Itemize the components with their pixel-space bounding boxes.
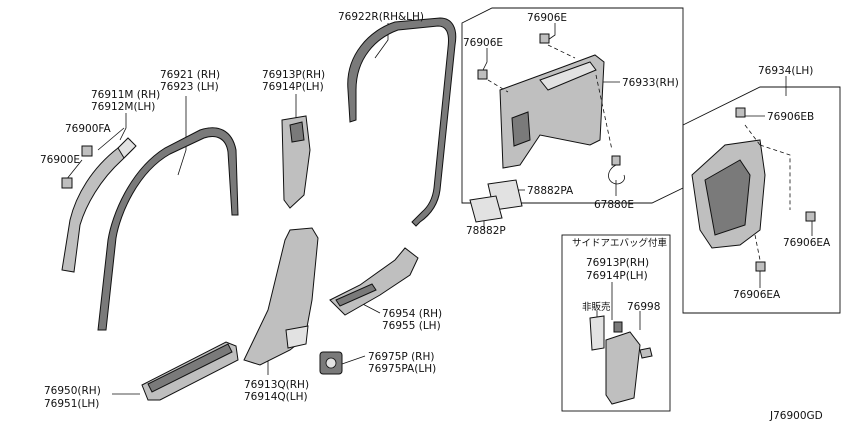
clip-76900e [61,177,73,189]
label-76954: 76954 (RH) [382,308,442,320]
airbag-variant-box [561,234,671,412]
label-78882pa: 78882PA [527,185,574,197]
rear-side-trim-lh-clips [735,107,816,272]
rear-trim-lh-box [682,86,841,314]
label-76998: 76998 [627,301,660,313]
diagram-code: J76900GD [769,410,823,422]
label-76951: 76951(LH) [44,398,99,410]
hook-67880e [608,155,625,185]
label-76906e-left: 76906E [463,37,503,49]
a-pillar-clips [61,145,93,189]
label-76912m: 76912M(LH) [91,101,155,113]
label-76913q: 76913Q(RH) [244,379,309,391]
group-boxes [461,7,841,412]
kick-plate-front [141,341,239,401]
label-76922r: 76922R(RH&LH) [338,11,424,23]
label-76923: 76923 (LH) [160,81,219,93]
label-76914p-airbag: 76914P(LH) [586,270,648,282]
weatherstrip-front-door [97,127,239,331]
label-76955: 76955 (LH) [382,320,441,332]
label-76906e-top: 76906E [527,12,567,24]
a-pillar-trim [61,137,137,273]
label-76913p: 76913P(RH) [262,69,325,81]
label-76906ea-1: 76906EA [783,237,831,249]
label-76975p: 76975P (RH) [368,351,434,363]
label-not-for-sale: 非販売 [582,301,611,313]
label-76921: 76921 (RH) [160,69,220,81]
kick-plate-rear [329,247,419,316]
label-76914q: 76914Q(LH) [244,391,308,403]
rear-side-trim-rh-clips [477,33,550,80]
pads [469,179,523,223]
part-labels: 76922R(RH&LH) 76906E 76906E 76933(RH) 76… [40,11,831,422]
label-76900fa: 76900FA [65,123,111,135]
label-76906ea-2: 76906EA [733,289,781,301]
pad-78882p [469,195,503,223]
label-76933: 76933(RH) [622,77,679,89]
label-76913p-airbag: 76913P(RH) [586,257,649,269]
label-76934: 76934(LH) [758,65,813,77]
rear-side-trim-lh [691,139,766,249]
label-76975pa: 76975PA(LH) [368,363,436,375]
clip-76900fa [81,145,93,157]
b-pillar-upper-trim [281,115,311,209]
label-airbag-title: サイドアエバッグ付車 [572,237,668,249]
label-76914p: 76914P(LH) [262,81,324,93]
label-76911m: 76911M (RH) [91,89,160,101]
label-76900e: 76900E [40,154,80,166]
finisher-grommet [319,351,343,375]
dashed-connector-lines [487,44,791,261]
weatherstrip-rear-door [347,17,457,227]
label-78882p: 78882P [466,225,506,237]
b-pillar-lower-trim [243,227,319,366]
airbag-b-pillar-upper-trim [589,315,653,405]
label-76906eb: 76906EB [767,111,814,123]
label-67880e: 67880E [594,199,634,211]
rear-side-trim-rh [499,54,605,169]
label-76950: 76950(RH) [44,385,101,397]
